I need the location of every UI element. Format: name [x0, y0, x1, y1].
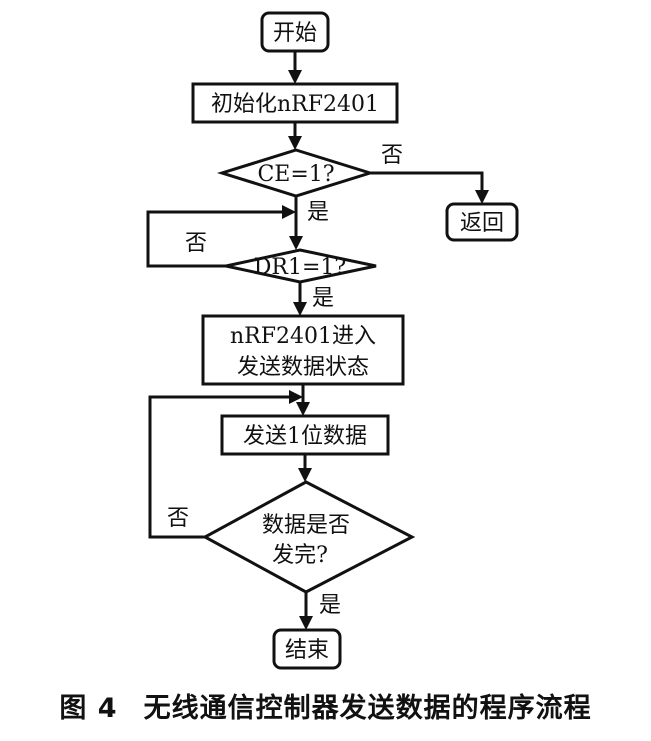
done-yes-label: 是 [319, 593, 341, 618]
dr1-label: DR1=1? [254, 255, 346, 280]
arrowhead-send [296, 402, 310, 416]
ce-no-label: 否 [381, 143, 403, 168]
done-label-line1: 数据是否 [262, 513, 350, 538]
arrowhead-return [475, 190, 489, 204]
enter-label-line2: 发送数据状态 [237, 355, 369, 380]
start-label: 开始 [273, 21, 317, 46]
flowchart-canvas: 开始 初始化nRF2401 CE=1? 否 返回 是 否 DR1=1? [146, 11, 519, 670]
end-label: 结束 [285, 638, 329, 663]
arrowhead-dr1-loop [282, 205, 296, 219]
send-bit-label: 发送1位数据 [243, 424, 367, 449]
return-label: 返回 [460, 211, 504, 236]
arrowhead-dr1 [289, 236, 303, 250]
figure-caption: 图 4 无线通信控制器发送数据的程序流程 [0, 686, 651, 725]
end-terminal [272, 628, 342, 670]
done-label-line2: 发完? [272, 543, 328, 568]
ce-label: CE=1? [257, 162, 334, 187]
dr1-no-label: 否 [185, 231, 207, 256]
init-process [191, 82, 399, 124]
arrowhead-done [298, 468, 312, 482]
arrowhead-end [299, 616, 313, 630]
enter-label-line1: nRF2401进入 [230, 324, 376, 349]
init-label: 初始化nRF2401 [211, 92, 379, 117]
arrowhead-enter [293, 302, 307, 316]
edge-dr1-no-loop [146, 210, 284, 268]
arrowhead-ce [288, 136, 302, 150]
return-terminal [445, 202, 519, 242]
arrowhead-done-loop [289, 390, 303, 404]
figure-title: 无线通信控制器发送数据的程序流程 [143, 693, 592, 724]
dr1-yes-label: 是 [312, 286, 334, 311]
figure-number: 图 4 [59, 693, 118, 724]
ce-yes-label: 是 [307, 200, 329, 225]
done-no-label: 否 [167, 506, 189, 531]
edge-ce-no [370, 171, 484, 192]
edge-done-no-loop [148, 395, 291, 539]
arrowhead-init [288, 70, 302, 84]
